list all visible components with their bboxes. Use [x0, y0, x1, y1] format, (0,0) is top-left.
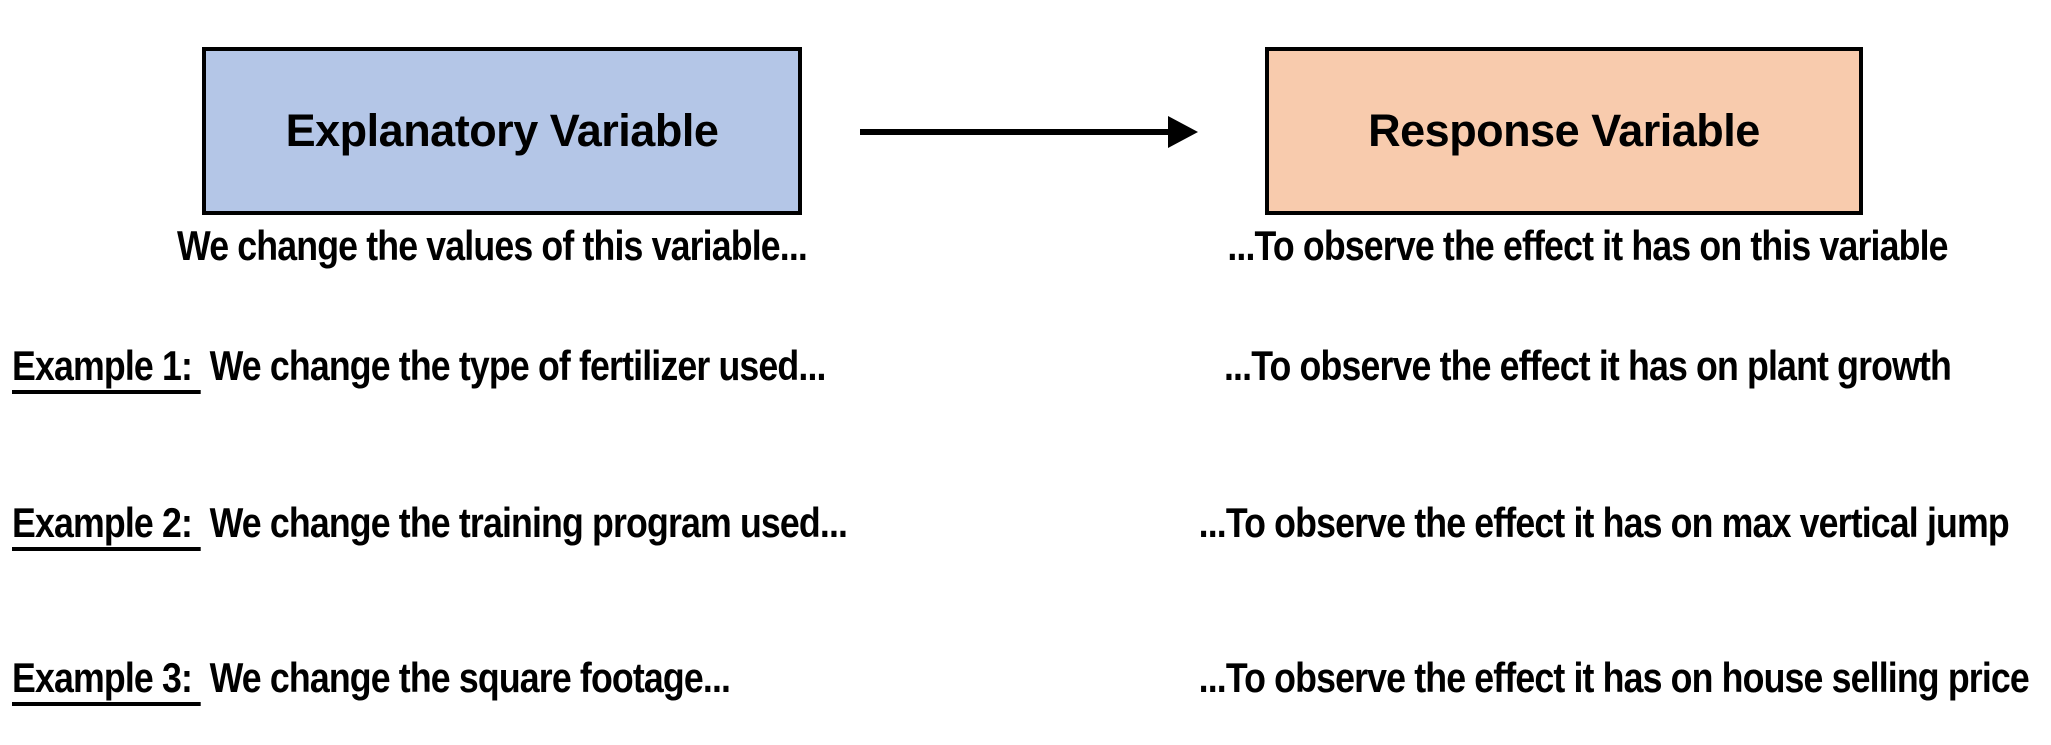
example-3-effect: ...To observe the effect it has on house… [1198, 654, 2030, 701]
example-1-effect: ...To observe the effect it has on plant… [1223, 342, 1952, 389]
example-1-change-text: We change the type of fertilizer used... [209, 342, 827, 389]
arrow-line [860, 129, 1172, 135]
example-2-effect: ...To observe the effect it has on max v… [1198, 499, 2010, 546]
response-caption: ...To observe the effect it has on this … [1227, 222, 1948, 269]
example-3-label: Example 3: [12, 654, 201, 706]
example-2-label: Example 2: [12, 499, 201, 551]
explanatory-variable-box: Explanatory Variable [202, 47, 802, 215]
explanatory-caption: We change the values of this variable... [177, 222, 808, 269]
example-1-label: Example 1: [12, 342, 201, 394]
explanatory-variable-label: Explanatory Variable [285, 105, 719, 156]
example-1-change: Example 1: We change the type of fertili… [12, 342, 827, 394]
example-2-change: Example 2: We change the training progra… [12, 499, 848, 551]
example-2-change-text: We change the training program used... [209, 499, 848, 546]
example-3-change-text: We change the square footage... [209, 654, 731, 701]
response-variable-box: Response Variable [1265, 47, 1863, 215]
example-3-change: Example 3: We change the square footage.… [12, 654, 731, 706]
arrow-head-icon [1168, 116, 1198, 148]
response-variable-label: Response Variable [1368, 105, 1760, 156]
